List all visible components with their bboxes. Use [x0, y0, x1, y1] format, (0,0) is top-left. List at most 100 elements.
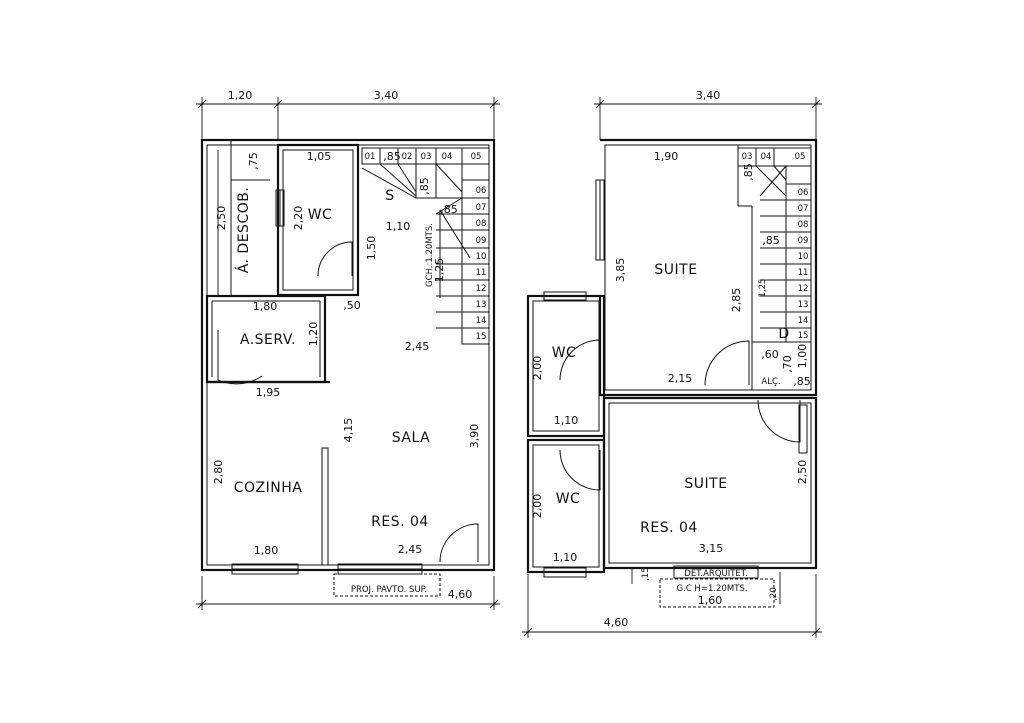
dim-upper-bottom: 4,60	[604, 616, 629, 629]
step-number: 13	[798, 300, 809, 310]
dim-top-left: 1,20	[228, 89, 253, 102]
dim-stair-125: 1,25	[433, 258, 446, 283]
step-number: 04	[442, 152, 453, 162]
upper-floor-plan: 3,40 1,90 SUITE 3,85 2,85 2,15	[522, 89, 822, 638]
step-number: 04	[761, 152, 772, 162]
dim-descob-width: ,75	[247, 152, 260, 170]
upper-wc-top-window	[543, 291, 587, 301]
upper-wc-top-door	[559, 339, 601, 381]
upper-suite-bottom-side-window	[798, 404, 808, 454]
dim-gap-50: ,50	[343, 299, 361, 312]
dim-sala-245b: 2,45	[398, 543, 423, 556]
room-serv-label: A.SERV.	[240, 332, 296, 348]
upper-stair-step-numbers: 03 04 05 06 07 08 09 10 11 12 13 14 15	[742, 152, 809, 341]
dim-stair-85b: ,85	[418, 177, 431, 195]
ground-res-label: RES. 04	[371, 514, 429, 530]
dim-top-right: 3,40	[374, 89, 399, 102]
dim-suite-190: 1,90	[654, 150, 679, 163]
upper-suite-bottom-walls	[602, 396, 818, 570]
dim-suite-285: 2,85	[730, 288, 743, 313]
room-wc-ground: WC	[308, 207, 333, 223]
upper-suite-inner	[604, 144, 812, 391]
dim-stair-110: 1,10	[386, 220, 411, 233]
dim-upper-stair-85a: ,85	[742, 163, 755, 181]
step-number: 13	[476, 300, 487, 310]
step-number: 01	[365, 152, 376, 162]
step-number: 02	[402, 152, 413, 162]
dim-upper-stair-85c: ,85	[793, 375, 811, 388]
step-number: 03	[742, 152, 753, 162]
dim-wc-200b: 2,00	[531, 494, 544, 519]
gc-label: G.C H=1.20MTS.	[677, 584, 748, 594]
dim-wc-width: 1,05	[307, 150, 332, 163]
ground-bottom-dimension	[196, 576, 500, 610]
gc-outline	[659, 578, 775, 608]
det-arquitet-label: DET.ARQUITET.	[684, 569, 747, 579]
step-number: 08	[476, 219, 487, 229]
step-number: 10	[476, 252, 487, 262]
step-number: 12	[798, 284, 809, 294]
dim-serv-height: 1,20	[307, 322, 320, 347]
ground-top-dimension	[196, 97, 500, 140]
dim-upper-top: 3,40	[696, 89, 721, 102]
dim-suite-315: 3,15	[699, 542, 724, 555]
upper-wc-bottom-door	[559, 449, 601, 491]
step-number: 08	[798, 220, 809, 230]
upper-suite-top-door	[704, 340, 750, 386]
ground-floor-plan: 1,20 3,40 2,50 ,75 Á. DESCOB. WC 1,05 2,…	[196, 89, 500, 610]
step-number: 10	[798, 252, 809, 262]
ground-stair-step-numbers: 01 02 03 04 05 06 07 08 09 10 11 12 13 1…	[365, 152, 487, 342]
stair-down-mark: D	[778, 326, 789, 342]
step-number: 15	[476, 332, 487, 342]
dim-gc-20: ,20	[769, 587, 779, 601]
ground-outer-wall	[200, 138, 496, 572]
room-cozinha-label: COZINHA	[234, 480, 303, 496]
stair-height-label: GCH.:1.20MTS.	[425, 223, 435, 287]
room-wc-upper-top: WC	[552, 345, 577, 361]
dim-suite-250: 2,50	[796, 460, 809, 485]
ground-wc-door	[317, 241, 353, 277]
ground-stair	[361, 147, 490, 345]
dim-wc-height: 2,20	[292, 206, 305, 231]
dim-gc-15: ,15	[641, 567, 651, 581]
upper-wc-top-walls	[526, 294, 606, 438]
step-number: 12	[476, 284, 487, 294]
dim-wc-door: 1,50	[365, 236, 378, 261]
dim-upper-stair-85b: ,85	[762, 234, 780, 247]
dim-suite-215: 2,15	[668, 372, 693, 385]
ground-wc-inner	[282, 149, 354, 291]
dim-serv-width: 1,80	[253, 300, 278, 313]
dim-upper-stair-125: 1,25	[758, 279, 768, 298]
step-number: 15	[798, 331, 809, 341]
upper-suite-bottom-door	[757, 399, 801, 443]
step-number: 07	[476, 203, 487, 213]
step-number: 11	[476, 268, 487, 278]
upper-wc-bottom-window	[543, 567, 587, 578]
upper-top-dimension	[594, 97, 822, 140]
step-number: 09	[798, 236, 809, 246]
dim-wc-110a: 1,10	[554, 414, 579, 427]
ground-serv-door	[217, 330, 263, 385]
dim-gc-160: 1,60	[698, 594, 723, 607]
dim-cozinha-280: 2,80	[212, 460, 225, 485]
cozinha-sala-divider	[321, 447, 329, 566]
step-number: 14	[798, 316, 809, 326]
step-number: 03	[421, 152, 432, 162]
proj-pavto-label: PROJ. PAVTO. SUP.	[351, 585, 427, 595]
dim-wc-200a: 2,00	[531, 356, 544, 381]
dim-upper-stair-70: ,70	[781, 355, 794, 373]
dim-ground-bottom: 4,60	[448, 588, 473, 601]
dim-sala-415: 4,15	[342, 418, 355, 443]
proj-pavto-outline	[333, 573, 441, 597]
dim-stair-85c: ,85	[440, 203, 458, 216]
alc-label: ALÇ.	[761, 377, 780, 387]
dim-stair-85a: ,85	[383, 150, 401, 163]
dim-sala-390: 3,90	[468, 424, 481, 449]
step-number: 14	[476, 316, 487, 326]
dim-cozinha-180: 1,80	[254, 544, 279, 557]
room-descob-label: Á. DESCOB.	[235, 187, 252, 274]
room-suite-bottom: SUITE	[684, 476, 727, 492]
ground-entry-door	[439, 523, 479, 563]
det-arquitet-box	[673, 565, 759, 579]
